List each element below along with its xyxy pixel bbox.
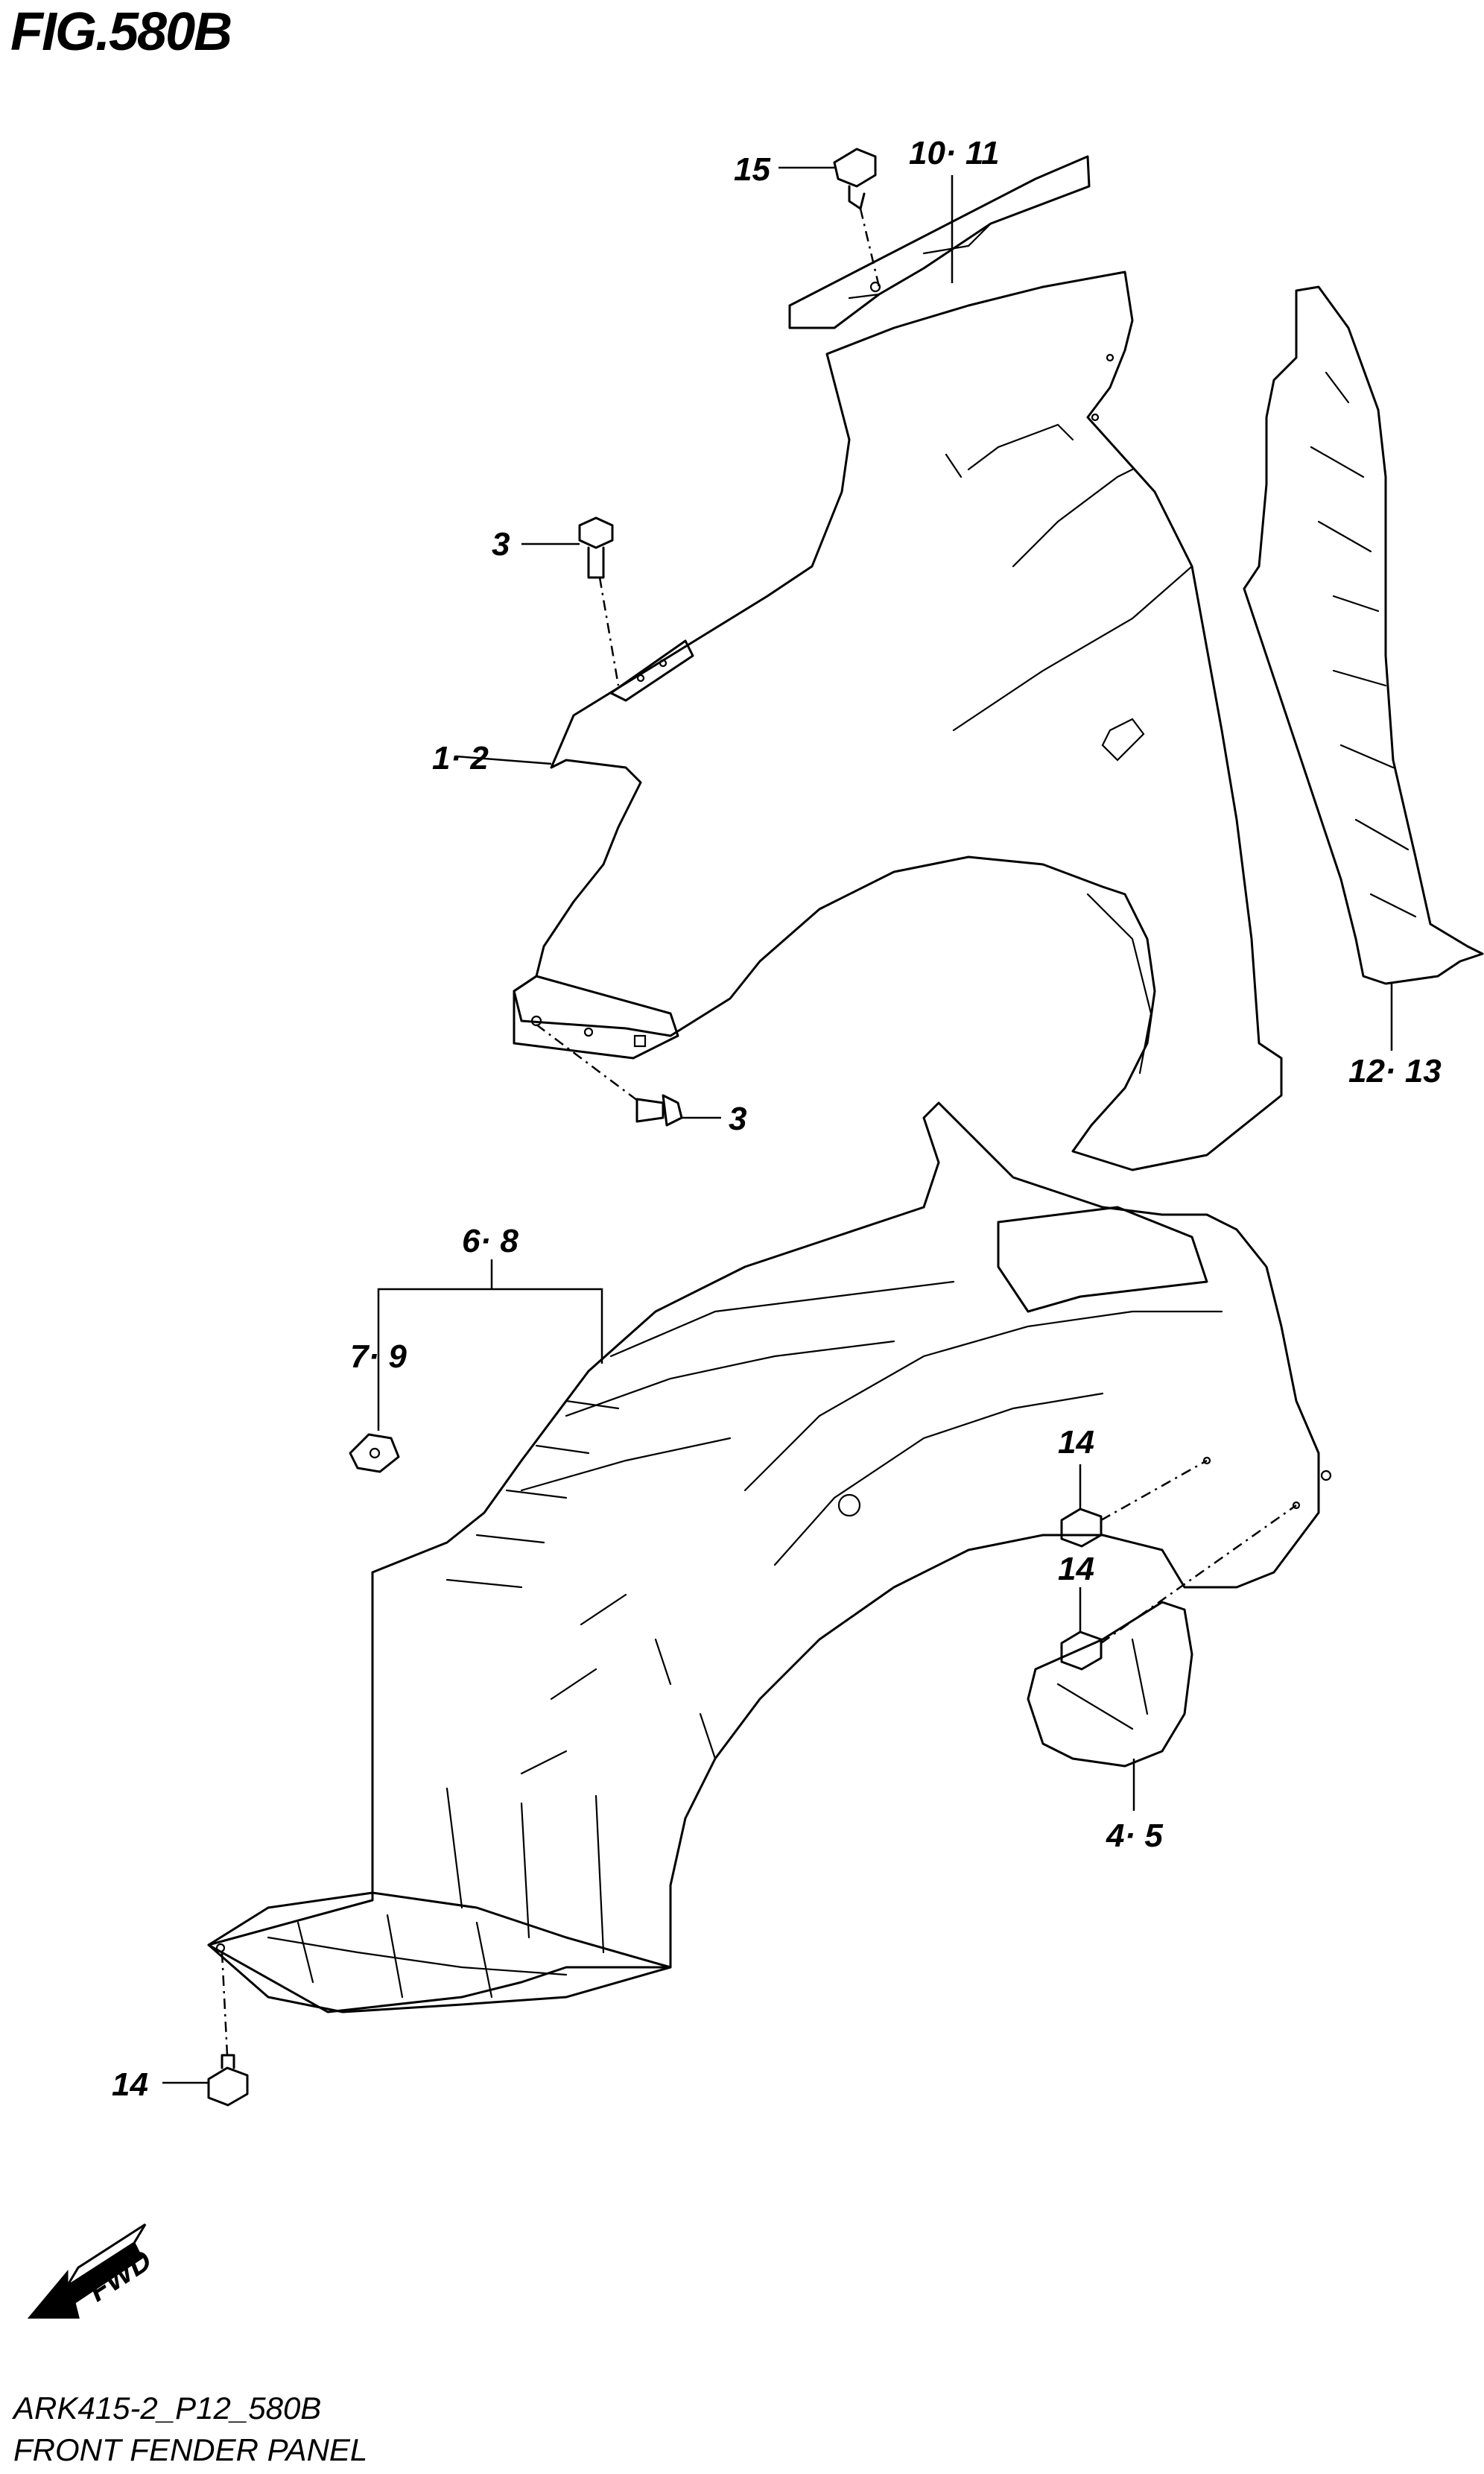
assembly-lines: [221, 208, 1297, 2056]
callout-6-8: 6· 8: [462, 1223, 519, 1259]
bolt-3-top: [578, 516, 614, 579]
bolt-3-bottom: [635, 1094, 683, 1127]
figure-title: FIG.580B: [10, 2, 232, 62]
mud-flap: [1027, 1601, 1193, 1768]
figure-caption: FRONT FENDER PANEL: [13, 2432, 368, 2467]
clip-14-b: [1060, 1630, 1103, 1671]
callout-1-2: 1· 2: [432, 740, 489, 776]
callout-3-top: 3: [492, 526, 510, 563]
callout-4-5: 4· 5: [1106, 1817, 1163, 1854]
clip-15: [833, 148, 877, 210]
front-fender-panel: [513, 271, 1283, 1171]
callout-12-13: 12· 13: [1348, 1053, 1442, 1089]
clip-nut: [349, 1433, 400, 1473]
fender-side-insulator: [1243, 285, 1484, 985]
clip-14-c: [207, 2054, 249, 2107]
callout-14-c: 14: [112, 2066, 148, 2103]
callout-14-b: 14: [1058, 1551, 1094, 1587]
callout-3-bottom: 3: [729, 1101, 746, 1137]
fender-upper-bracket: [788, 155, 1091, 329]
callout-10-11: 10· 11: [909, 135, 1000, 171]
callout-15: 15: [734, 151, 770, 188]
callout-14-a: 14: [1058, 1424, 1094, 1461]
callout-7-9: 7· 9: [350, 1338, 407, 1375]
wheel-housing-liner: [207, 1101, 1332, 2013]
fwd-arrow-icon: FWD: [27, 2223, 157, 2319]
callout-labels: 15 10· 11 3 1· 2 3 12· 13 6· 8 7· 9 14 1…: [112, 135, 1442, 2103]
callout-leaders: [162, 166, 1393, 2084]
clip-14-a: [1060, 1508, 1103, 1548]
figure-code: ARK415-2_P12_580B: [13, 2391, 322, 2426]
